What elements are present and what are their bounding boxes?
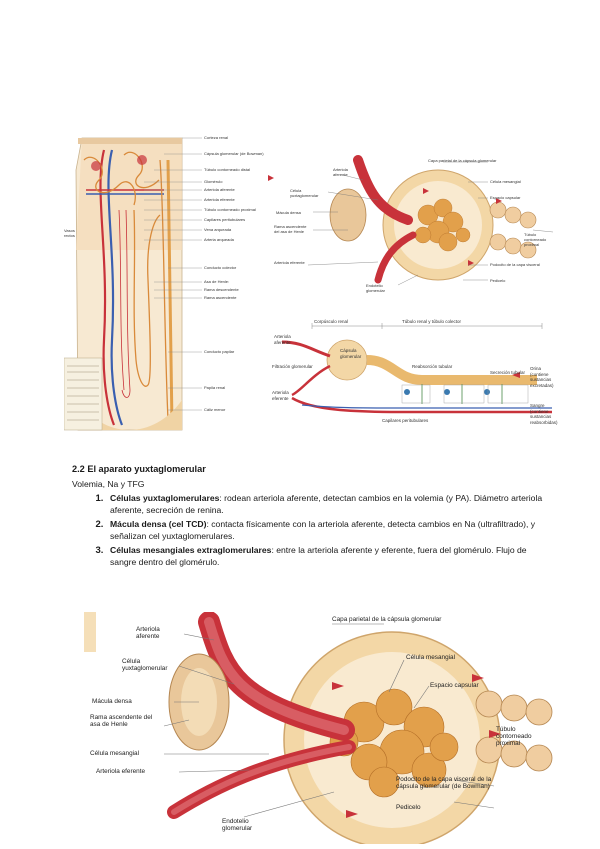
- list-item-desc: : entre la arteriola aferente y eferente…: [110, 545, 527, 567]
- label-celula-mesangial-left: Célula mesangial: [90, 750, 140, 757]
- small-label-rama: Rama ascendente del asa de Henle: [274, 224, 307, 234]
- tubule-label-secrecion: Secreción tubular: [490, 370, 526, 375]
- list-item-desc: : contacta físicamente con la arteriola …: [110, 519, 536, 541]
- small-label-espacio: Espacio capsular: [490, 195, 521, 200]
- jga-small-illustration: [268, 150, 558, 310]
- small-label-eferente: Arteriola eferente: [274, 260, 305, 265]
- label-tcd: Túbulo contorneado distal: [204, 167, 251, 172]
- section-heading: 2.2 El aparato yuxtaglomerular: [72, 464, 206, 474]
- label-caliz-menor: Cáliz menor: [204, 407, 226, 412]
- label-asa-henle: Asa de Henle:: [204, 279, 230, 284]
- label-arteriola-aferente: Arteriola aferente: [136, 626, 160, 641]
- small-label-capa-parietal: Capa parietal de la cápsula glomerular: [428, 158, 497, 163]
- label-endotelio: Endotelio glomerular: [222, 818, 253, 833]
- label-macula-densa: Mácula densa: [92, 698, 132, 705]
- label-capilares: Capilares peritubulares: [204, 217, 246, 222]
- label-rama-descendente: Rama descendente: [204, 287, 239, 292]
- label-capsula: Cápsula glomerular (de Bowman): [204, 151, 264, 156]
- nephron-illustration: [63, 130, 264, 435]
- label-podocito: Podocito de la capa visceral de la cápsu…: [396, 776, 492, 791]
- small-label-pedicelo: Pedicelo: [490, 278, 506, 283]
- small-label-endotelio: Endotelio glomerular: [366, 283, 385, 293]
- tubule-illustration: [272, 320, 558, 430]
- label-tcp: Túbulo contorneado proximal: [204, 207, 256, 212]
- section-text: 2.2 El aparato yuxtaglomerular Volemia, …: [72, 463, 552, 570]
- label-conducto-colector: Conducto colector: [204, 265, 237, 270]
- small-label-mesangial: Célula mesangial: [490, 179, 521, 184]
- small-label-tubulo: Túbulo contorneado proximal: [524, 232, 547, 247]
- label-corteza-renal: Corteza renal: [204, 135, 229, 140]
- small-label-macula: Mácula densa: [276, 210, 301, 215]
- list-item-desc: : rodean arteriola aferente, detectan ca…: [110, 493, 543, 515]
- label-rama-ascendente: Rama ascendente del asa de Henle: [90, 714, 153, 729]
- list-item: Mácula densa (cel TCD): contacta físicam…: [106, 518, 552, 542]
- label-celula-yuxtaglomerular: Célula yuxtaglomerular: [122, 658, 168, 673]
- label-espacio-capsular: Espacio capsular: [430, 682, 479, 689]
- label-arteriola-aferente: Arteriola aferente: [204, 187, 235, 192]
- tubule-label-orina: Orina (contiene sustancias excretadas): [530, 366, 554, 388]
- label-tubulo-proximal: Túbulo contorneado proximal: [496, 726, 532, 748]
- list-item: Células yuxtaglomerulares: rodean arteri…: [106, 492, 552, 516]
- small-label-yuxta: Célula yuxtaglomerular: [290, 188, 319, 198]
- list-item-term: Células mesangiales extraglomerulares: [110, 545, 272, 555]
- label-celula-mesangial: Célula mesangial: [406, 654, 456, 661]
- label-glomerulo: Glomérulo: [204, 179, 223, 184]
- label-vasos-rectos: Vasos rectos: [64, 228, 75, 238]
- label-conducto-papilar: Conducto papilar: [204, 349, 235, 354]
- label-papila-renal: Papila renal: [204, 385, 226, 390]
- nephron-figure: Corteza renal Cápsula glomerular (de Bow…: [63, 130, 264, 435]
- section-subheading: Volemia, Na y TFG: [72, 479, 145, 489]
- list-item-term: Mácula densa (cel TCD): [110, 519, 207, 529]
- tubule-label-aferente: Arteriola aferente: [274, 334, 291, 345]
- small-label-aferente: Arteriola aferente: [333, 167, 348, 177]
- tubule-label-corpusculo: Corpúsculo renal: [314, 319, 349, 324]
- tubule-diagram: Corpúsculo renal Túbulo renal y túbulo c…: [272, 319, 558, 430]
- jga-small-figure: Arteriola aferente Célula yuxtaglomerula…: [268, 150, 558, 310]
- tubule-label-capsula: Cápsula glomerular: [340, 348, 362, 359]
- label-arteriola-eferente: Arteriola eferente: [96, 768, 146, 775]
- list-item-term: Células yuxtaglomerulares: [110, 493, 220, 503]
- jga-large-illustration: [84, 611, 554, 849]
- tubule-label-filtracion: Filtración glomerular: [272, 364, 313, 369]
- jga-components-list: Células yuxtaglomerulares: rodean arteri…: [72, 492, 552, 568]
- jga-large-figure: Arteriola aferente Célula yuxtaglomerula…: [84, 611, 554, 849]
- list-item: Células mesangiales extraglomerulares: e…: [106, 544, 552, 568]
- label-vena-arqueada: Vena arqueada: [204, 227, 232, 232]
- label-capa-parietal: Capa parietal de la cápsula glomerular: [332, 616, 442, 623]
- tubule-label-sangre: Sangre (contiene sustancias reabsorbidas…: [530, 403, 558, 425]
- label-rama-ascendente: Rama ascendente: [204, 295, 237, 300]
- label-arteriola-eferente: Arteriola eferente: [204, 197, 235, 202]
- label-pedicelo: Pedicelo: [396, 804, 421, 811]
- small-label-podocito: Podocito de la capa visceral: [490, 262, 540, 267]
- tubule-label-tubulo: Túbulo renal y túbulo colector: [402, 319, 462, 324]
- label-arteria-arqueada: Arteria arqueada: [204, 237, 234, 242]
- tubule-label-capilares: Capilares peritubulares: [382, 418, 429, 423]
- tubule-label-reabsorcion: Reabsorción tubular: [412, 364, 453, 369]
- tubule-label-eferente: Arteriola eferente: [272, 390, 289, 401]
